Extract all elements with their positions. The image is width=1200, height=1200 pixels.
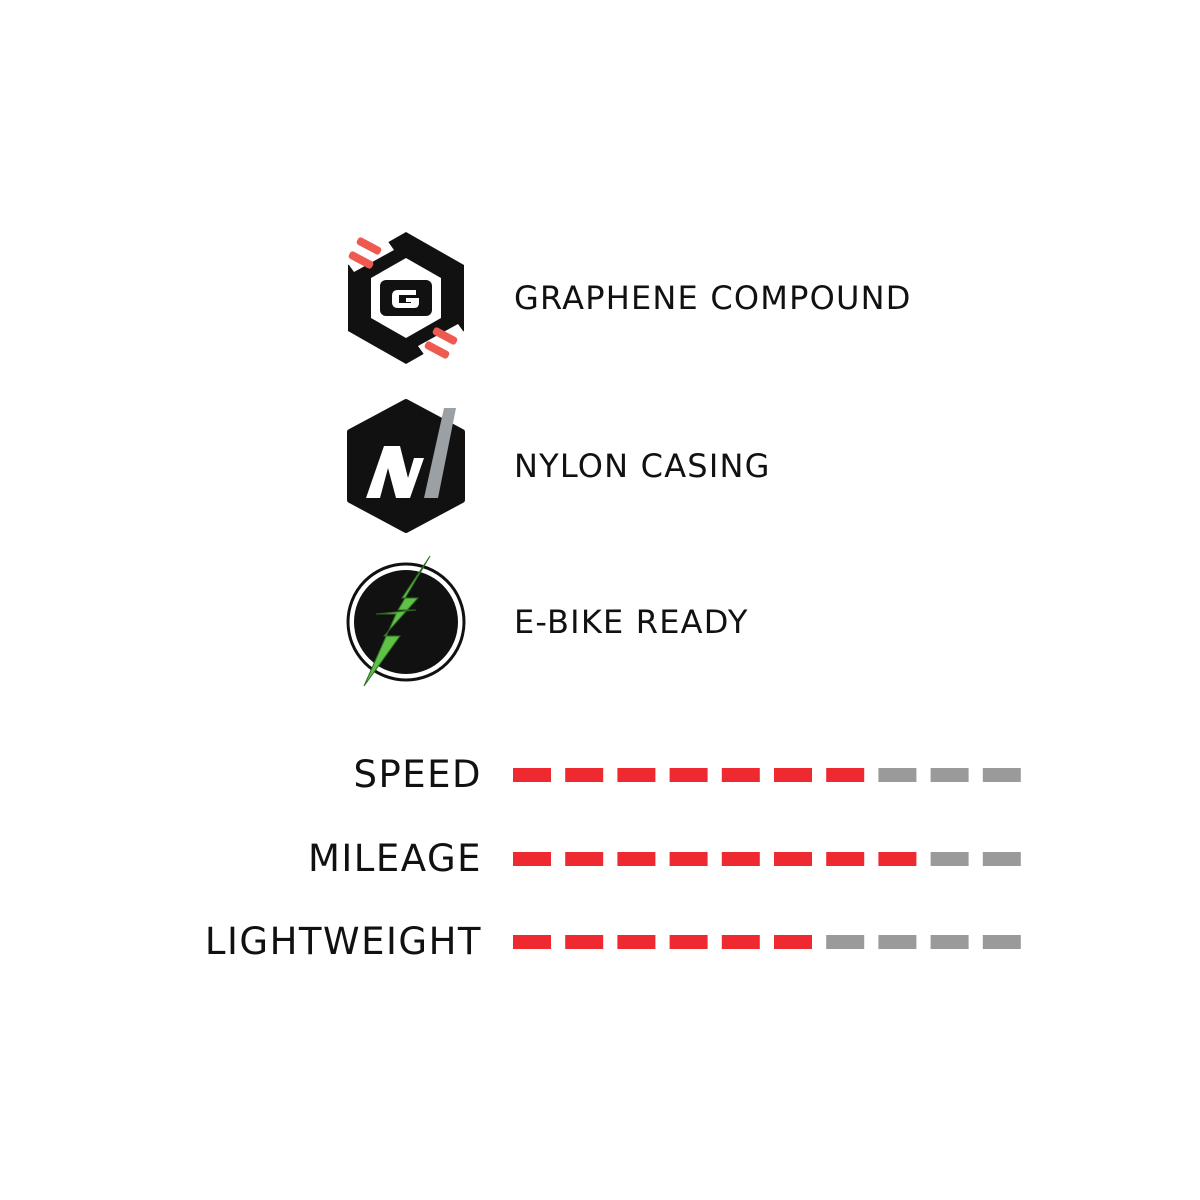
- rating-label-mileage: MILEAGE: [307, 837, 482, 880]
- feature-label-ebike: E-BIKE READY: [514, 603, 749, 641]
- rating-row-speed: SPEED: [0, 750, 1200, 800]
- rating-segment-filled: [774, 852, 812, 866]
- feature-nylon-casing: NYLON CASING: [340, 396, 771, 536]
- rating-segment-empty: [930, 935, 969, 949]
- feature-ebike-ready: E-BIKE READY: [340, 552, 749, 692]
- rating-segment-filled: [513, 852, 551, 866]
- rating-label-speed: SPEED: [353, 753, 482, 796]
- rating-segment-empty: [982, 935, 1021, 949]
- rating-segment-filled: [617, 768, 656, 782]
- lightning-bolt-icon: [346, 555, 466, 687]
- rating-segment-filled: [617, 935, 656, 949]
- rating-segment-filled: [513, 768, 551, 782]
- rating-bar-lightweight: [513, 935, 1021, 949]
- rating-segment-filled: [565, 768, 604, 782]
- feature-graphene-compound: GRAPHENE COMPOUND: [340, 228, 912, 368]
- rating-segment-filled: [565, 935, 604, 949]
- rating-segment-filled: [669, 852, 708, 866]
- rating-segment-filled: [826, 768, 865, 782]
- rating-segment-filled: [513, 935, 551, 949]
- rating-segment-empty: [878, 935, 917, 949]
- rating-segment-filled: [617, 852, 656, 866]
- rating-bar-mileage: [513, 852, 1021, 866]
- rating-row-mileage: MILEAGE: [0, 834, 1200, 884]
- rating-segment-filled: [721, 768, 760, 782]
- feature-label-graphene: GRAPHENE COMPOUND: [514, 279, 912, 317]
- rating-bar-speed: [513, 768, 1021, 782]
- rating-segment-filled: [565, 852, 604, 866]
- nylon-hexagon-icon: [347, 399, 465, 533]
- rating-segment-filled: [774, 768, 812, 782]
- feature-label-nylon: NYLON CASING: [514, 447, 771, 485]
- rating-segment-empty: [930, 768, 969, 782]
- rating-segment-empty: [878, 768, 917, 782]
- rating-segment-filled: [669, 768, 708, 782]
- rating-segment-empty: [982, 768, 1021, 782]
- rating-segment-empty: [982, 852, 1021, 866]
- rating-segment-filled: [826, 852, 865, 866]
- rating-segment-filled: [669, 935, 708, 949]
- rating-segment-filled: [721, 935, 760, 949]
- graphene-hexagon-icon: [344, 232, 468, 364]
- rating-row-lightweight: LIGHTWEIGHT: [0, 917, 1200, 967]
- rating-segment-empty: [930, 852, 969, 866]
- rating-segment-empty: [826, 935, 865, 949]
- rating-segment-filled: [721, 852, 760, 866]
- rating-segment-filled: [774, 935, 812, 949]
- rating-label-lightweight: LIGHTWEIGHT: [204, 920, 482, 963]
- rating-segment-filled: [878, 852, 917, 866]
